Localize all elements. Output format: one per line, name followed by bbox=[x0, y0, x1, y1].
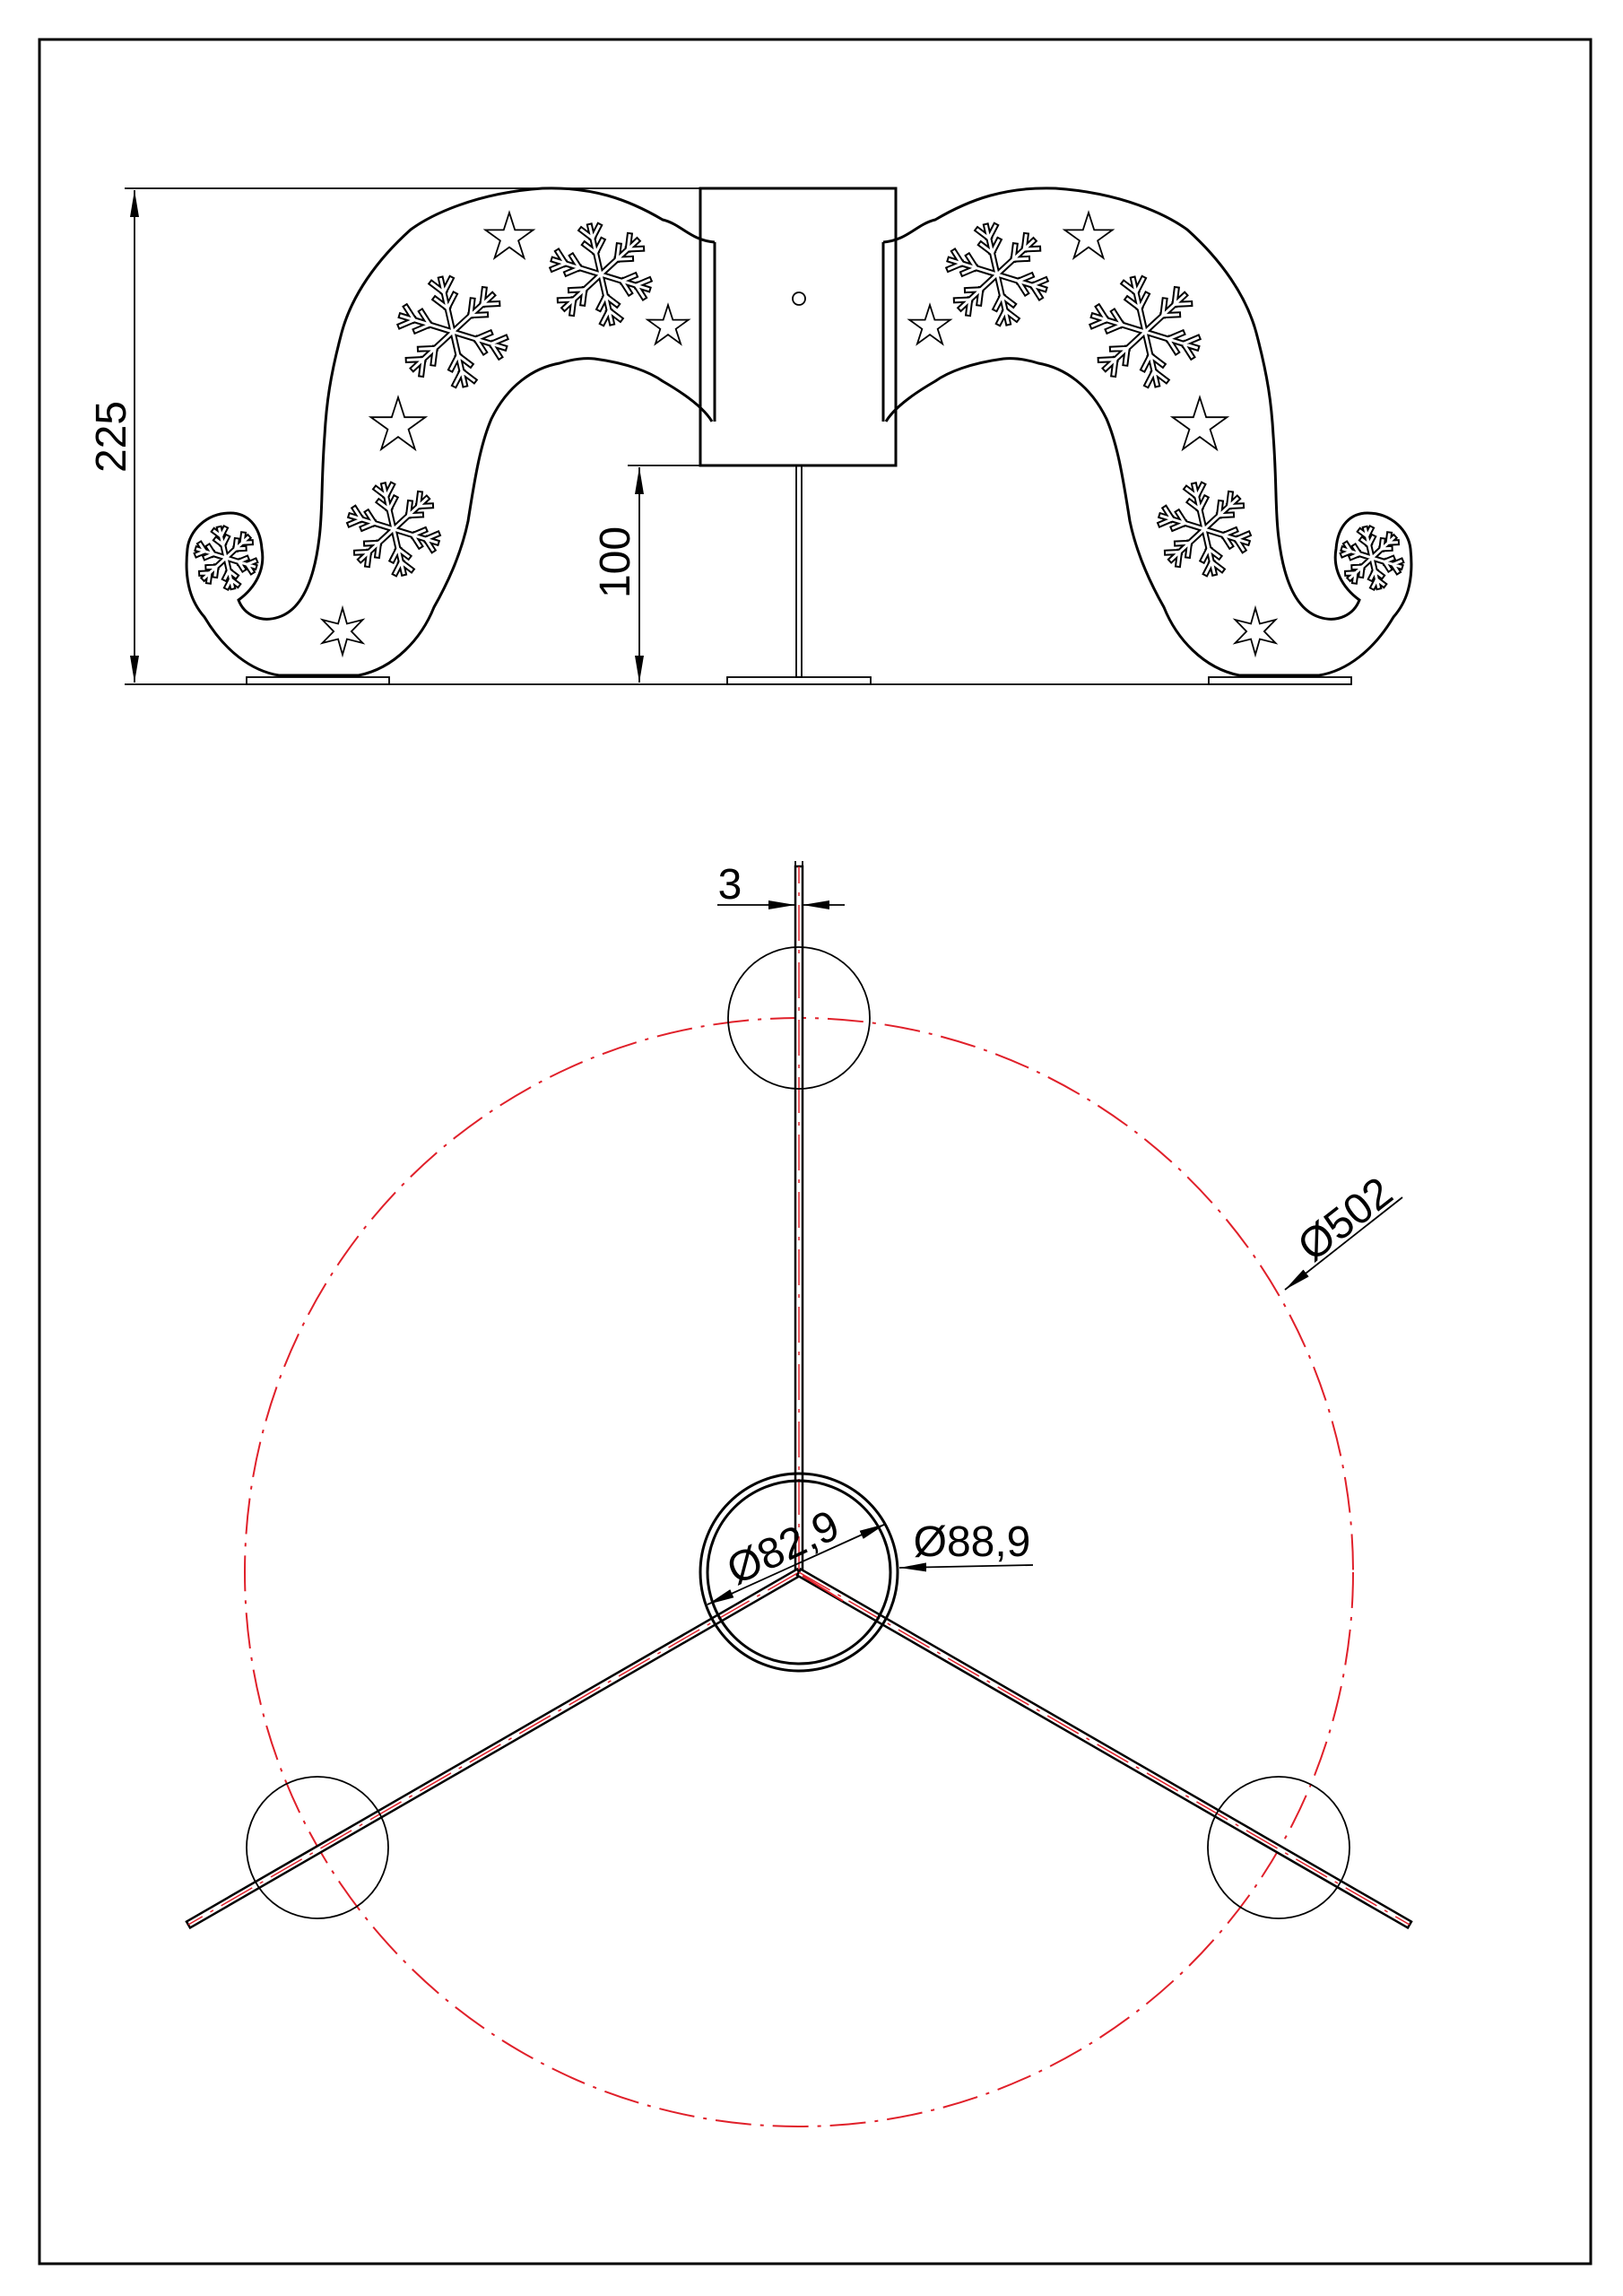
base-plate-right bbox=[1208, 676, 1352, 685]
foot-circle-top bbox=[727, 946, 871, 1090]
mounting-hole bbox=[792, 291, 806, 306]
base-plate-left bbox=[246, 676, 390, 685]
snowflake-icon bbox=[1339, 524, 1405, 592]
star-icon bbox=[482, 210, 536, 261]
foot-circle-left bbox=[246, 1776, 389, 1919]
snowflake-icon bbox=[345, 481, 442, 578]
snowflake-icon bbox=[944, 222, 1050, 327]
dim-line-502 bbox=[1284, 1196, 1403, 1291]
drawing-border bbox=[38, 38, 1593, 2266]
star-icon bbox=[368, 395, 429, 452]
dim-line-88-9 bbox=[898, 1562, 1034, 1572]
star-icon bbox=[907, 302, 953, 346]
snowflake-icon bbox=[548, 222, 654, 327]
center-box bbox=[699, 187, 898, 467]
star-icon bbox=[1062, 210, 1115, 261]
dim-label-502: Ø502 bbox=[1289, 1169, 1402, 1271]
support-arm-right bbox=[795, 1567, 1413, 1930]
cutout-decorations bbox=[193, 210, 1405, 658]
dim-label-3: 3 bbox=[718, 861, 742, 909]
front-view: 225 100 bbox=[88, 187, 1413, 685]
dim-label-100: 100 bbox=[592, 526, 639, 598]
right-arm-outline bbox=[882, 187, 1413, 677]
dim-label-88-9: Ø88,9 bbox=[914, 1518, 1031, 1566]
snowflake-icon bbox=[1088, 274, 1202, 389]
foot-circle-right bbox=[1207, 1776, 1350, 1919]
snowflake-icon bbox=[395, 274, 510, 389]
base-plate-center bbox=[726, 676, 872, 685]
top-view: 3 Ø502 Ø82,9 Ø88,9 bbox=[185, 861, 1413, 2127]
snowflake-icon bbox=[1156, 481, 1253, 578]
star-icon bbox=[319, 604, 366, 658]
left-arm-outline bbox=[185, 187, 716, 677]
dim-label-225: 225 bbox=[88, 401, 135, 473]
star-icon bbox=[1169, 395, 1230, 452]
star-icon bbox=[645, 302, 691, 346]
support-arm-top bbox=[794, 865, 804, 1574]
center-pole bbox=[795, 465, 803, 678]
tube-outer bbox=[699, 1472, 899, 1673]
support-arm-left bbox=[185, 1567, 803, 1930]
dim-line-82-9 bbox=[707, 1523, 887, 1605]
star-icon bbox=[1232, 604, 1279, 658]
snowflake-icon bbox=[193, 524, 259, 592]
